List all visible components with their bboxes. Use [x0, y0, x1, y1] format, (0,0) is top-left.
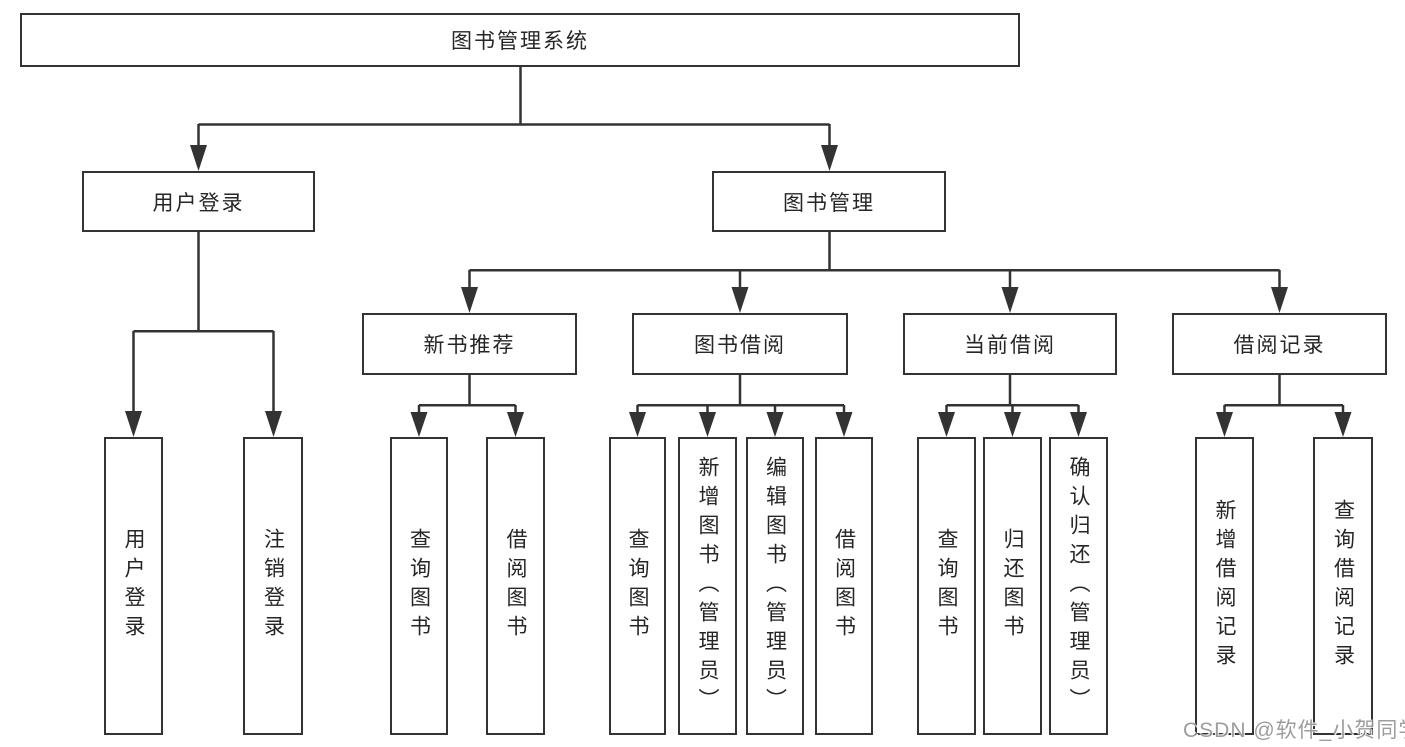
connector-user-login-children [125, 232, 282, 437]
connector-root-to-level2 [190, 67, 838, 171]
arrow-down-icon [1271, 287, 1288, 313]
arrow-down-icon [835, 412, 853, 437]
node-book-borrowing: 图书借阅 [632, 313, 848, 375]
arrow-down-icon [766, 412, 784, 437]
leaf-borrow-books-borrowing: 借阅图书 [815, 437, 873, 735]
arrow-down-icon [190, 145, 207, 171]
arrow-down-icon [410, 412, 428, 437]
leaf-query-borrowing-record: 查询借阅记录 [1313, 437, 1373, 735]
arrow-down-icon [507, 412, 524, 437]
leaf-add-borrowing-record: 新增借阅记录 [1195, 437, 1254, 735]
leaf-query-books-current: 查询图书 [917, 437, 976, 735]
node-current-borrowing: 当前借阅 [903, 313, 1117, 375]
arrow-down-icon [265, 411, 282, 437]
arrow-down-icon [461, 287, 478, 313]
leaf-query-books-borrowing: 查询图书 [609, 437, 666, 735]
leaf-edit-book-admin: 编辑图书（管理员） [746, 437, 804, 735]
arrow-down-icon [821, 145, 838, 171]
leaf-query-books-recommend: 查询图书 [390, 437, 448, 735]
node-root: 图书管理系统 [20, 13, 1020, 67]
connector-book-management-children [461, 232, 1288, 313]
arrow-down-icon [125, 411, 142, 437]
node-new-book-recommendation: 新书推荐 [362, 313, 577, 375]
leaf-user-login: 用户登录 [104, 437, 163, 735]
arrow-down-icon [1004, 412, 1021, 437]
arrow-down-icon [1001, 287, 1019, 313]
node-borrowing-records: 借阅记录 [1172, 313, 1387, 375]
arrow-down-icon [1334, 412, 1352, 437]
leaf-return-books: 归还图书 [983, 437, 1042, 735]
connector-new-book-recommendation-children [410, 375, 524, 437]
arrow-down-icon [1070, 412, 1087, 437]
arrow-down-icon [938, 412, 955, 437]
leaf-borrow-books-recommend: 借阅图书 [486, 437, 545, 735]
arrow-down-icon [629, 412, 646, 437]
leaf-confirm-return-admin: 确认归还（管理员） [1049, 437, 1108, 735]
connector-book-borrowing-children [629, 375, 853, 437]
leaf-logout-login: 注销登录 [243, 437, 303, 735]
node-book-management: 图书管理 [712, 171, 946, 232]
leaf-add-book-admin: 新增图书（管理员） [678, 437, 737, 735]
node-user-login: 用户登录 [82, 171, 315, 232]
arrow-down-icon [699, 412, 716, 437]
arrow-down-icon [731, 287, 749, 313]
arrow-down-icon [1216, 412, 1233, 437]
csdn-watermark: CSDN @软件_小贺同学 [1183, 719, 1405, 742]
connector-current-borrowing-children [938, 375, 1087, 437]
connector-borrowing-records-children [1216, 375, 1352, 437]
